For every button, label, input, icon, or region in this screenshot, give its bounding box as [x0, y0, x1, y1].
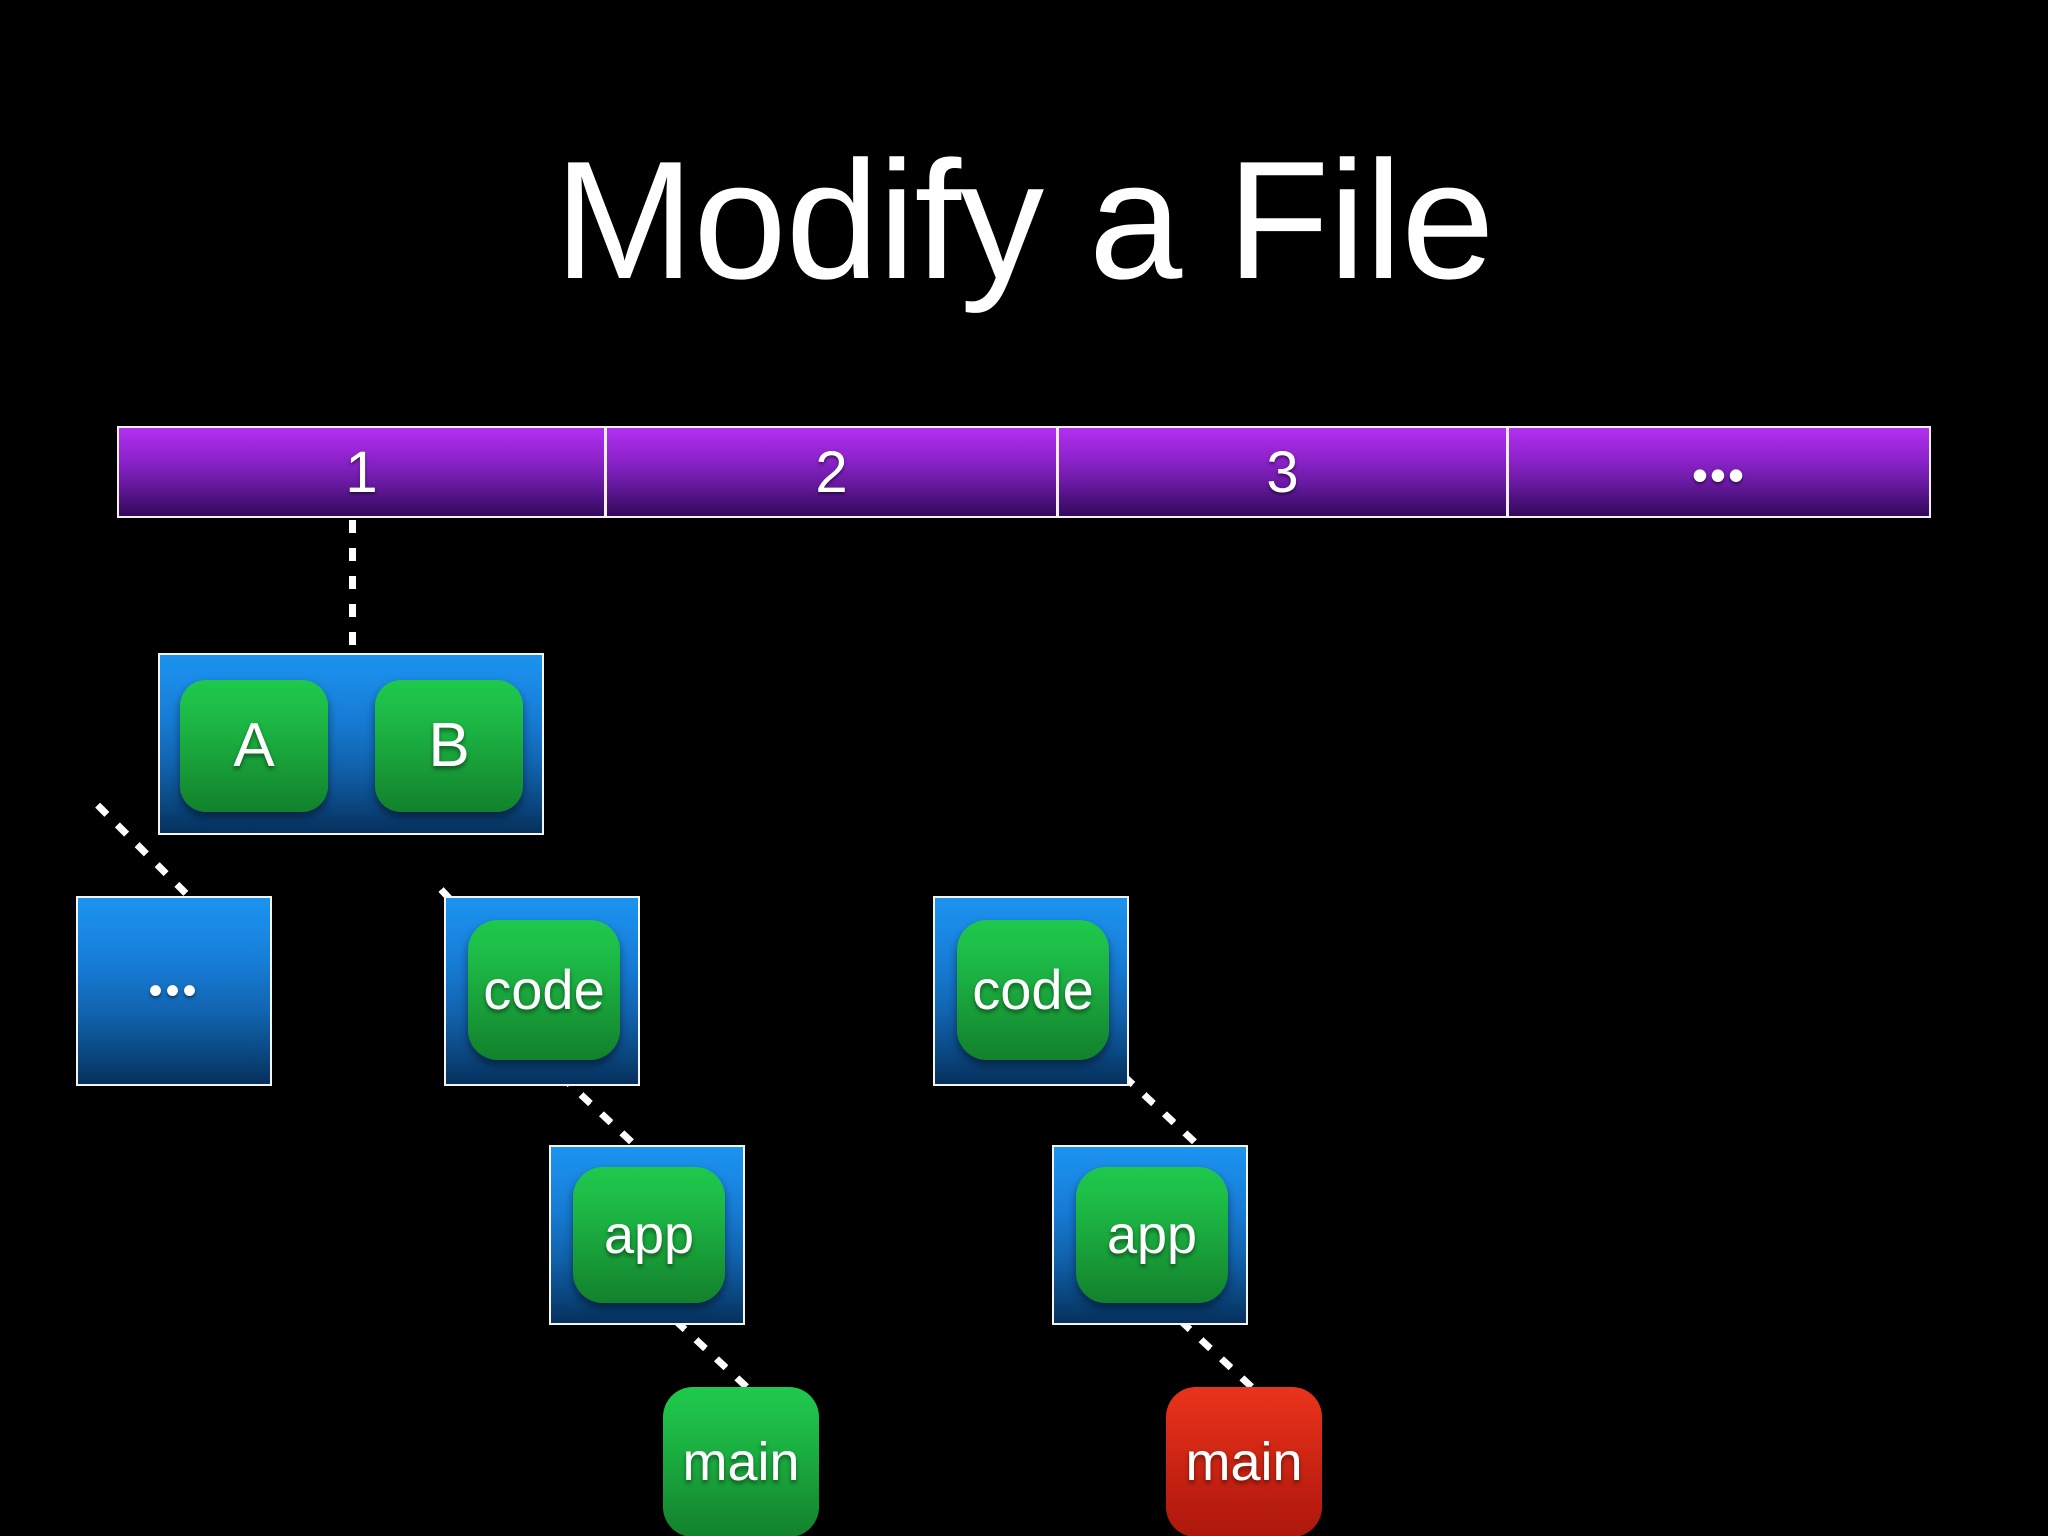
- commit-cell-ellipsis[interactable]: •••: [1506, 428, 1929, 516]
- commit-history-bar: 1 2 3 •••: [117, 426, 1931, 518]
- connector-commit1-to-root-tree: [349, 520, 356, 654]
- app-tree-old[interactable]: app: [549, 1145, 745, 1325]
- blob-main-old[interactable]: main: [663, 1387, 819, 1536]
- commit-cell-1[interactable]: 1: [119, 428, 604, 516]
- subtree-b-new[interactable]: code: [933, 896, 1129, 1086]
- commit-cell-2[interactable]: 2: [604, 428, 1056, 516]
- blob-main-new[interactable]: main: [1166, 1387, 1322, 1536]
- tree-entry-code-new[interactable]: code: [957, 920, 1109, 1060]
- tree-entry-app-new[interactable]: app: [1076, 1167, 1228, 1303]
- tree-entry-a[interactable]: A: [180, 680, 328, 812]
- tree-entry-code-old[interactable]: code: [468, 920, 620, 1060]
- page-title: Modify a File: [554, 126, 1494, 314]
- root-tree-object[interactable]: A B: [158, 653, 544, 835]
- subtree-b-old[interactable]: code: [444, 896, 640, 1086]
- subtree-a[interactable]: •••: [76, 896, 272, 1086]
- commit-cell-3[interactable]: 3: [1056, 428, 1506, 516]
- app-tree-new[interactable]: app: [1052, 1145, 1248, 1325]
- subtree-a-ellipsis-label: •••: [148, 968, 200, 1013]
- tree-entry-b[interactable]: B: [375, 680, 523, 812]
- tree-entry-app-old[interactable]: app: [573, 1167, 725, 1303]
